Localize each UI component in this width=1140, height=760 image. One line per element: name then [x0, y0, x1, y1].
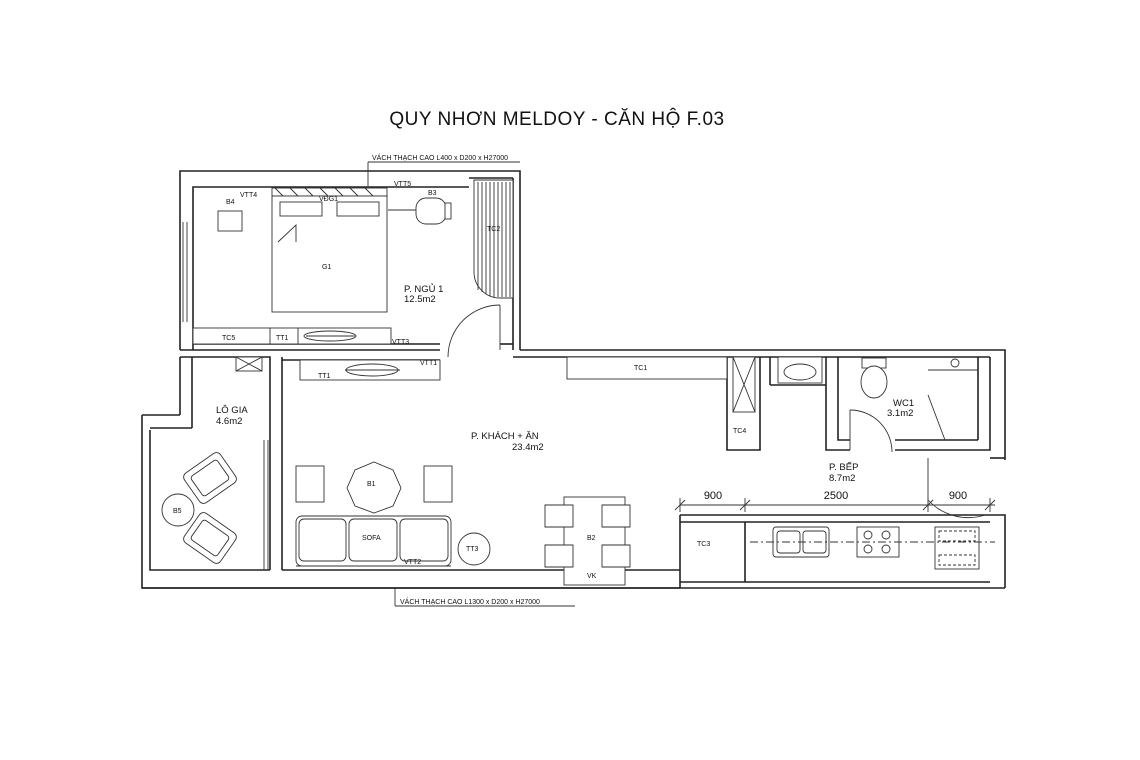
tag-vtt5: VTT5	[394, 181, 411, 188]
table-b5	[161, 493, 195, 527]
room-wc-area: 3.1m2	[887, 408, 913, 419]
wc-fixtures	[777, 356, 978, 441]
tag-g1: G1	[322, 264, 331, 271]
dim-900-right: 900	[949, 490, 967, 502]
note-bottom-partition: VÁCH THẠCH CAO L1300 x D200 x H27000	[400, 597, 540, 606]
tag-tt1-living: TT1	[318, 373, 331, 380]
tag-sofa: SOFA	[362, 535, 381, 542]
room-loggia-name: LÔ GIA	[216, 405, 248, 416]
tag-tt1-bedroom: TT1	[276, 335, 289, 342]
tag-vtt3: VTT3	[392, 339, 409, 346]
room-loggia-area: 4.6m2	[216, 416, 242, 427]
dim-2500: 2500	[824, 490, 848, 502]
table-b1	[346, 461, 402, 514]
side-table-tt3	[457, 532, 491, 566]
chair-b3	[415, 197, 447, 225]
wardrobe-tc2	[473, 179, 514, 299]
doors	[447, 304, 986, 519]
room-wc-name: WC1	[893, 398, 914, 409]
desk-b4	[217, 210, 243, 232]
loggia-furniture	[161, 452, 237, 564]
tag-b2: B2	[587, 535, 596, 542]
tag-vdg1: VĐG1	[319, 196, 338, 203]
room-kitchen-name: P. BẾP	[829, 462, 858, 473]
tag-tc4: TC4	[733, 428, 746, 435]
dim-900-left: 900	[704, 490, 722, 502]
tag-b1: B1	[367, 481, 376, 488]
plan-title: QUY NHƠN MELDOY - CĂN HỘ F.03	[389, 108, 724, 130]
room-bedroom-name: P. NGỦ 1	[404, 283, 443, 295]
tag-b5: B5	[173, 508, 182, 515]
fridge	[934, 526, 980, 570]
tag-tt3: TT3	[466, 546, 479, 553]
room-kitchen-area: 8.7m2	[829, 473, 855, 484]
tag-tc1: TC1	[634, 365, 647, 372]
room-living-area: 23.4m2	[512, 442, 544, 453]
kitchen-fixtures	[750, 526, 995, 570]
room-living-name: P. KHÁCH + ĂN	[471, 431, 539, 442]
tag-tc2: TC2	[487, 226, 500, 233]
bedroom-furniture	[192, 179, 514, 345]
dimension-line: 900 2500 900	[674, 490, 996, 512]
tag-vtt1: VTT1	[420, 360, 437, 367]
living-furniture	[235, 356, 756, 586]
tag-tc3: TC3	[697, 541, 710, 548]
note-top-partition: VÁCH THẠCH CAO L400 x D200 x H27000	[372, 153, 508, 162]
tag-vtt2: VTT2	[404, 559, 421, 566]
tag-tc5: TC5	[222, 335, 235, 342]
cabinet-tc1	[566, 356, 728, 380]
tag-b3: B3	[428, 190, 437, 197]
room-bedroom-area: 12.5m2	[404, 294, 436, 305]
tag-vk: VK	[587, 573, 597, 580]
tag-b4: B4	[226, 199, 235, 206]
tag-vtt4: VTT4	[240, 192, 257, 199]
